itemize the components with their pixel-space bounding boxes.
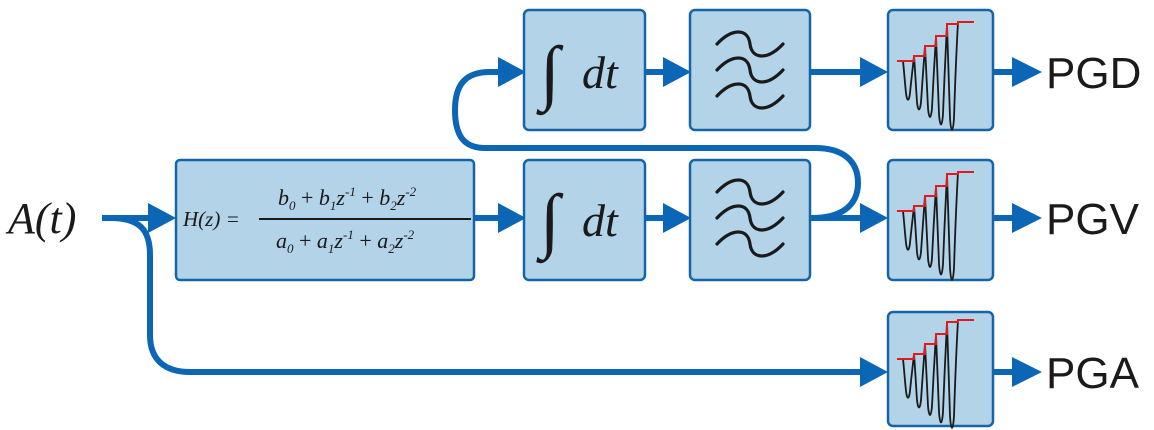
arrowhead	[1012, 357, 1042, 387]
svg-text:∫: ∫	[536, 32, 564, 116]
arrowhead	[663, 203, 691, 233]
arrowhead	[860, 57, 888, 87]
highpass-filter-block-mid	[688, 158, 812, 282]
wire-input-to-pga	[109, 215, 862, 375]
svg-text:∫: ∫	[536, 180, 564, 264]
highpass-filter-block-top	[688, 8, 812, 132]
output-label-pga: PGA	[1046, 349, 1140, 398]
output-label-pgv: PGV	[1046, 195, 1140, 244]
peak-detector-block-pga	[886, 310, 995, 429]
arrowhead	[498, 203, 526, 233]
input-signal-label: A(t)	[5, 194, 76, 243]
arrowhead	[498, 57, 526, 87]
integrator-block-mid: ∫ dt	[522, 158, 647, 282]
integrator-block-top: ∫ dt	[522, 8, 647, 132]
transfer-function-block: H(z) = b0 + b1z-1 + b2z-2 a0 + a1z-1 + a…	[174, 158, 476, 282]
svg-text:dt: dt	[582, 195, 619, 246]
transfer-function-denominator: a0 + a1z-1 + a2z-2	[276, 219, 415, 258]
arrowhead	[1012, 203, 1042, 233]
arrowhead	[148, 203, 176, 233]
svg-text:dt: dt	[582, 47, 619, 98]
arrowhead	[663, 57, 691, 87]
transfer-function-numerator: b0 + b1z-1 + b2z-2	[278, 176, 417, 215]
integral-icon: ∫ dt	[536, 180, 619, 264]
peak-detector-block-pgv	[886, 158, 995, 282]
arrowhead	[860, 203, 888, 233]
integral-icon: ∫ dt	[536, 32, 619, 116]
arrowhead	[1012, 57, 1042, 87]
wire-loop-to-top-integrator	[452, 69, 861, 221]
transfer-function-lhs: H(z) =	[182, 207, 240, 231]
arrowhead	[860, 357, 888, 387]
output-label-pgd: PGD	[1046, 49, 1141, 98]
peak-detector-block-pgd	[886, 8, 995, 132]
